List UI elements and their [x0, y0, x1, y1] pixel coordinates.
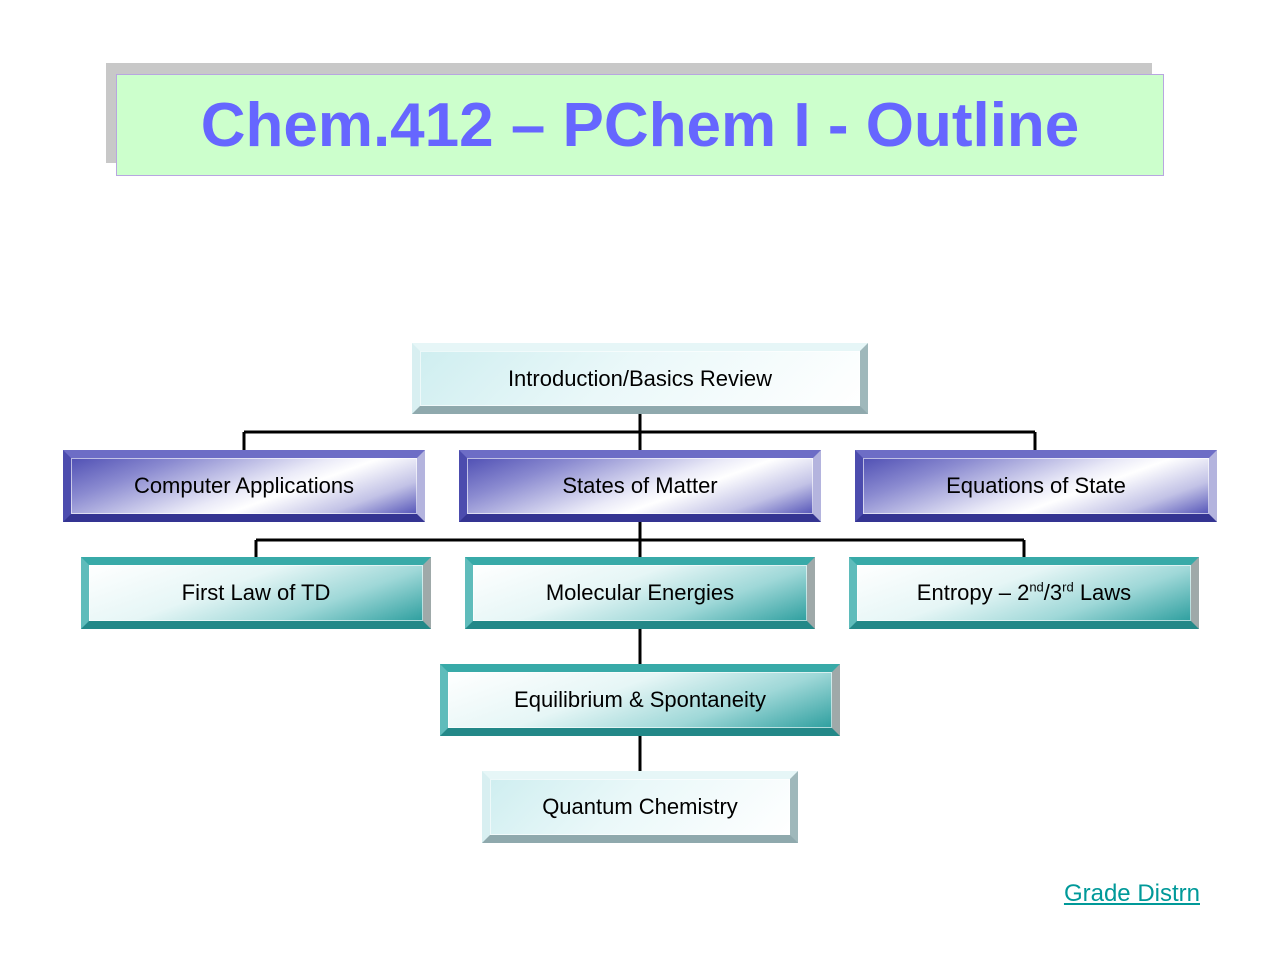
node-quantum-chemistry-label: Quantum Chemistry: [542, 794, 738, 819]
title-box: Chem.412 – PChem I - Outline: [116, 74, 1164, 176]
node-equilibrium-label: Equilibrium & Spontaneity: [514, 687, 766, 712]
node-molecular-energies-label: Molecular Energies: [545, 580, 735, 605]
node-states-of-matter-label: States of Matter: [562, 473, 718, 498]
node-equations-of-state-label: Equations of State: [946, 473, 1126, 498]
node-states-of-matter[interactable]: States of Matter: [459, 450, 821, 522]
node-introduction[interactable]: Introduction/Basics Review: [412, 343, 868, 414]
node-first-law-label: First Law of TD: [181, 580, 331, 605]
node-computer-applications[interactable]: Computer Applications: [63, 450, 425, 522]
page-title: Chem.412 – PChem I - Outline: [200, 90, 1080, 160]
node-computer-applications-label: Computer Applications: [133, 473, 355, 498]
node-first-law[interactable]: First Law of TD: [81, 557, 431, 629]
node-entropy-label: Entropy – 2nd/3rd Laws: [916, 579, 1132, 605]
grade-distribution-link[interactable]: Grade Distrn: [1063, 880, 1200, 907]
node-entropy[interactable]: Entropy – 2nd/3rd Laws: [849, 557, 1199, 629]
node-quantum-chemistry[interactable]: Quantum Chemistry: [482, 771, 798, 843]
node-equilibrium[interactable]: Equilibrium & Spontaneity: [440, 664, 840, 736]
node-introduction-label: Introduction/Basics Review: [507, 365, 773, 391]
node-molecular-energies[interactable]: Molecular Energies: [465, 557, 815, 629]
node-equations-of-state[interactable]: Equations of State: [855, 450, 1217, 522]
